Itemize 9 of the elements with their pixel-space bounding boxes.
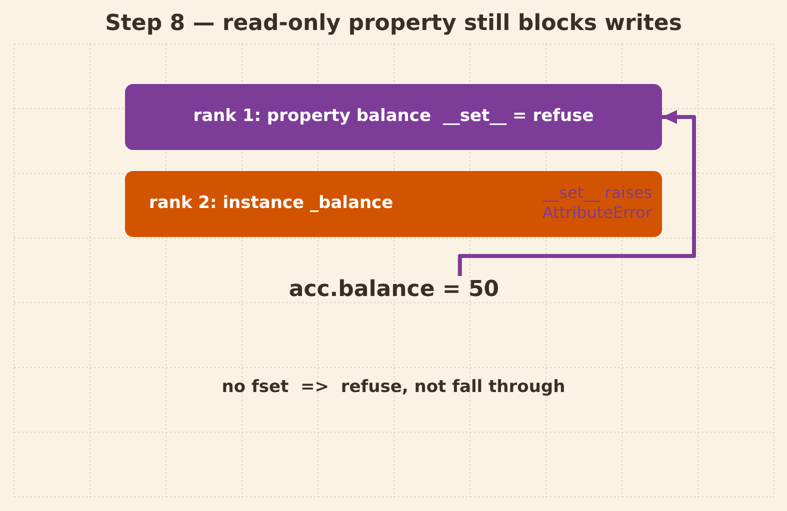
rank-box xyxy=(125,84,662,150)
note-text: no fset => refuse, not fall through xyxy=(222,377,566,398)
arrow xyxy=(458,110,696,276)
assignment-text: acc.balance = 50 xyxy=(288,276,500,304)
title: Step 8 — read-only property still blocks writes xyxy=(105,10,682,38)
rank-label: rank 1: property balance __set__ = refuse xyxy=(193,106,594,128)
rank-box xyxy=(125,171,662,237)
rank-label: rank 2: instance _balance xyxy=(149,193,394,215)
edge-label: __set__ raises AttributeError xyxy=(541,183,652,223)
